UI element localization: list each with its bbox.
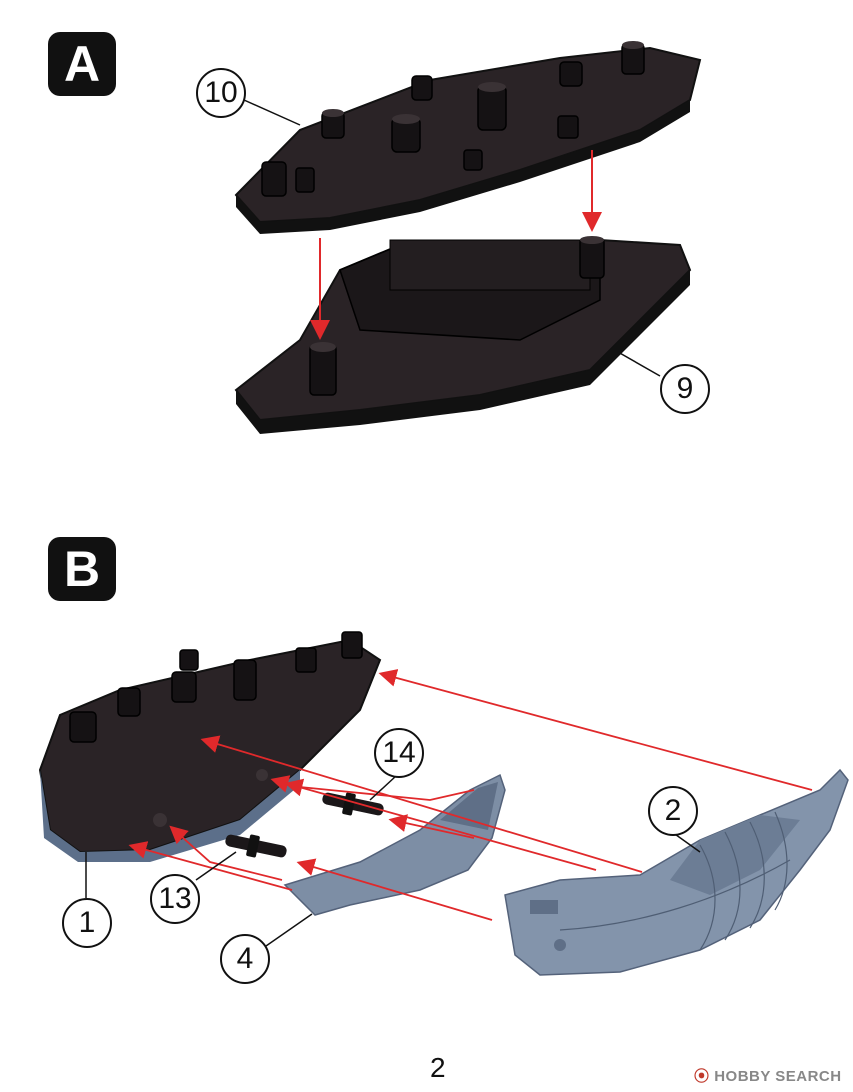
- watermark: ⦿ HOBBY SEARCH: [694, 1065, 842, 1086]
- watermark-text: HOBBY SEARCH: [714, 1068, 842, 1085]
- part-2-hull-side: [504, 768, 849, 976]
- callout-part-9: 9: [660, 364, 710, 414]
- part-1-hull: [38, 631, 382, 862]
- callout-part-13: 13: [150, 874, 200, 924]
- pin-13: [225, 834, 287, 858]
- callout-part-2: 2: [648, 786, 698, 836]
- part-9-deck: [234, 236, 692, 434]
- callout-part-4: 4: [220, 934, 270, 984]
- part-4-piece: [283, 773, 506, 916]
- step-a-badge: A: [48, 32, 116, 96]
- callout-part-1: 1: [62, 898, 112, 948]
- watermark-logo-icon: ⦿: [694, 1068, 710, 1085]
- page-number: 2: [430, 1052, 446, 1083]
- callout-part-10: 10: [196, 68, 246, 118]
- step-b-badge: B: [48, 537, 116, 601]
- callout-part-14: 14: [374, 728, 424, 778]
- part-10-deck: [234, 41, 702, 234]
